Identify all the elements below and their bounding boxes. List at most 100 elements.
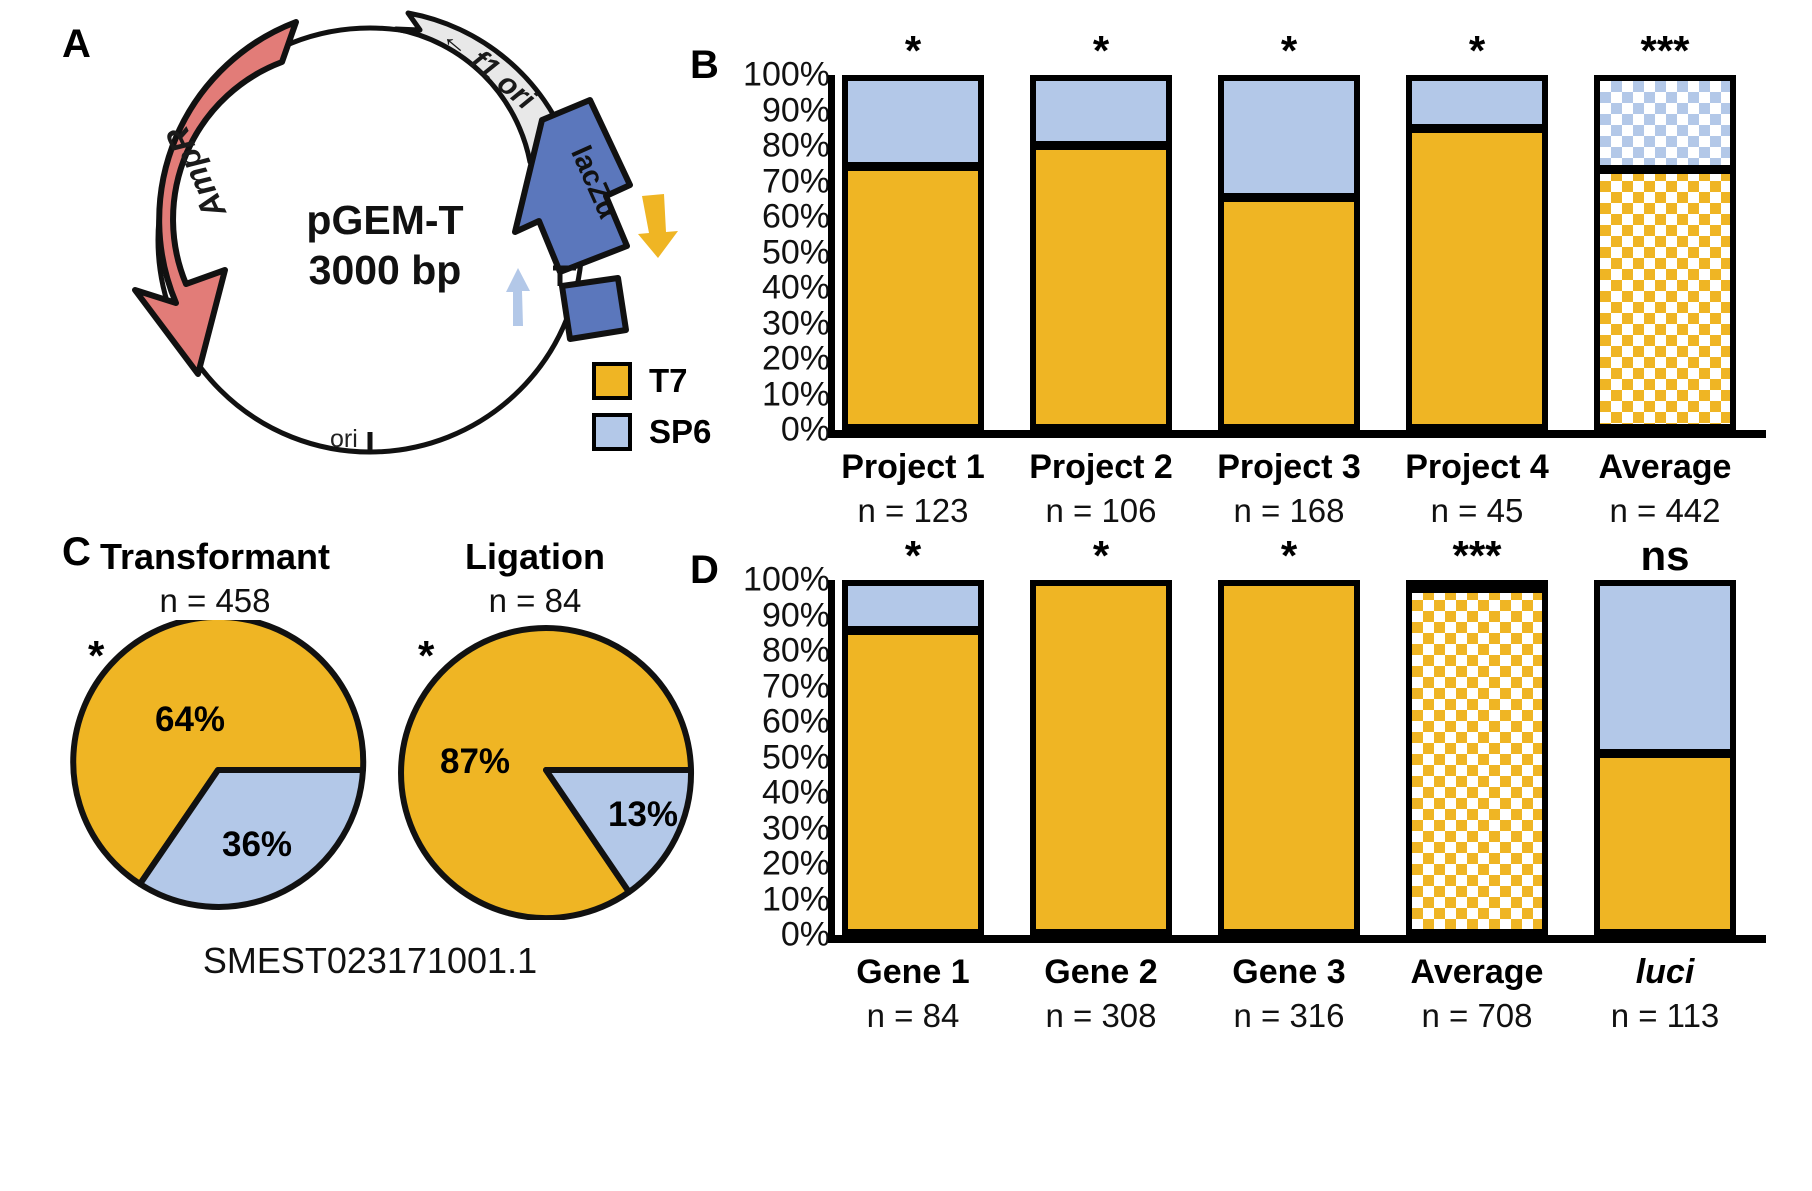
panel-c-caption: SMEST023171001.1	[202, 940, 538, 981]
bar-segment-sp6	[1224, 81, 1354, 198]
bar-b-project-1[interactable]	[842, 75, 984, 430]
bar-d-luci[interactable]	[1594, 580, 1736, 935]
n-label-b-1: n = 123	[857, 492, 969, 529]
bar-segment-divider	[1600, 749, 1730, 759]
b-ytick-60: 60%	[761, 197, 830, 236]
sp6-promoter-arrow	[506, 268, 530, 326]
bar-d-gene-2[interactable]	[1030, 580, 1172, 935]
bar-segment-sp6	[1412, 81, 1542, 130]
d-ytick-60: 60%	[761, 702, 830, 741]
bar-segment-divider	[1224, 192, 1354, 202]
n-label-b-4: n = 45	[1430, 492, 1524, 529]
b-y-axis	[828, 75, 835, 438]
bar-segment-divider	[848, 625, 978, 635]
pie-pct-t7-ligation: 87%	[440, 742, 511, 781]
pie-n-transformant: n = 458	[159, 582, 271, 619]
panel-letter-b: B	[690, 43, 719, 87]
category-label-d-1: Gene 1	[856, 953, 970, 991]
panel-b-bar-chart: B 0%10%20%30%40%50%60%70%80%90%100% *Pro…	[690, 25, 1812, 529]
bar-segment-sp6	[1600, 81, 1730, 171]
pie-title-ligation: Ligation	[465, 536, 605, 577]
significance-b-3: *	[1280, 27, 1298, 74]
bar-segment-divider	[1036, 141, 1166, 151]
pie-slice-sp6-ligation	[543, 767, 695, 895]
significance-d-3: *	[1280, 532, 1298, 579]
legend-item-sp6: SP6	[592, 413, 711, 451]
d-y-axis	[828, 580, 835, 943]
d-ytick-50: 50%	[761, 738, 830, 776]
bar-b-project-2[interactable]	[1030, 75, 1172, 430]
category-label-d-3: Gene 3	[1232, 953, 1346, 991]
bar-d-gene-1[interactable]	[842, 580, 984, 935]
b-x-axis	[828, 430, 1766, 438]
category-label-b-5: Average	[1598, 448, 1732, 486]
category-label-b-3: Project 3	[1217, 448, 1361, 486]
bar-segment-t7	[1600, 754, 1730, 929]
bar-b-project-3[interactable]	[1218, 75, 1360, 430]
panel-a-plasmid-map: A AmpR ← f1 ori lacZα	[0, 0, 711, 510]
significance-d-1: *	[904, 532, 922, 579]
restriction-ticks	[553, 265, 576, 286]
d-x-axis	[828, 935, 1766, 943]
legend-swatch-t7	[592, 362, 632, 400]
bar-segment-t7	[1412, 129, 1542, 424]
bar-b-project-4[interactable]	[1406, 75, 1548, 430]
bar-d-gene-3[interactable]	[1218, 580, 1360, 935]
bar-segment-t7	[1600, 170, 1730, 424]
panel-a-legend: T7 SP6	[592, 362, 711, 464]
d-ytick-80: 80%	[761, 631, 830, 670]
b-ytick-70: 70%	[761, 162, 830, 200]
panel-c-pie-charts: C Transformant n = 458 * 64% 36% Ligatio…	[0, 510, 700, 1000]
category-label-b-2: Project 2	[1029, 448, 1173, 486]
d-ytick-0: 0%	[780, 915, 830, 954]
pie-significance-transformant: *	[88, 632, 105, 679]
b-ytick-10: 10%	[761, 375, 830, 413]
plasmid-diagram: AmpR ← f1 ori lacZα	[132, 10, 678, 455]
bar-segment-t7	[1224, 586, 1354, 929]
b-ytick-100: 100%	[743, 55, 830, 94]
significance-b-1: *	[904, 27, 922, 74]
d-ytick-100: 100%	[743, 560, 830, 599]
bar-b-average[interactable]	[1594, 75, 1736, 430]
n-label-d-1: n = 84	[866, 997, 960, 1034]
b-ytick-90: 90%	[761, 91, 830, 129]
b-ytick-0: 0%	[780, 410, 830, 449]
pie-chart-transformant	[70, 620, 367, 910]
significance-d-5: ns	[1640, 532, 1690, 579]
bar-d-average[interactable]	[1406, 580, 1548, 935]
n-label-d-4: n = 708	[1421, 997, 1533, 1034]
bar-segment-sp6	[1600, 586, 1730, 755]
b-ytick-30: 30%	[761, 304, 830, 342]
d-ytick-30: 30%	[761, 809, 830, 847]
bar-segment-t7	[1412, 589, 1542, 929]
bar-segment-sp6	[1036, 81, 1166, 147]
significance-d-2: *	[1092, 532, 1110, 579]
bar-segment-divider	[1412, 124, 1542, 134]
n-label-b-2: n = 106	[1045, 492, 1157, 529]
f1-ori-label: ← f1 ori	[435, 19, 542, 116]
category-label-b-1: Project 1	[841, 448, 985, 486]
pie-n-ligation: n = 84	[488, 582, 582, 619]
d-ytick-20: 20%	[761, 844, 830, 883]
category-label-d-5: luci	[1635, 953, 1695, 991]
plasmid-size: 3000 bp	[308, 247, 462, 294]
bar-segment-sp6	[848, 81, 978, 167]
legend-label-t7: T7	[649, 362, 688, 399]
n-label-b-5: n = 442	[1609, 492, 1721, 529]
pie-pct-sp6-ligation: 13%	[608, 795, 679, 834]
bar-segment-divider	[1412, 586, 1542, 594]
legend-label-sp6: SP6	[649, 413, 712, 450]
category-label-d-2: Gene 2	[1044, 953, 1158, 991]
pie-slice-t7-transformant	[70, 620, 367, 887]
pie-pct-sp6-transformant: 36%	[222, 825, 293, 864]
b-ytick-50: 50%	[761, 233, 830, 271]
d-ytick-10: 10%	[761, 880, 830, 918]
b-ytick-80: 80%	[761, 126, 830, 165]
bar-segment-t7	[848, 630, 978, 929]
mcs-box-feature	[559, 275, 629, 342]
bar-segment-t7	[1224, 197, 1354, 424]
bar-segment-divider	[848, 161, 978, 171]
significance-b-5: ***	[1640, 27, 1690, 74]
pie-pct-t7-transformant: 64%	[155, 700, 226, 739]
n-label-d-5: n = 113	[1610, 997, 1720, 1034]
